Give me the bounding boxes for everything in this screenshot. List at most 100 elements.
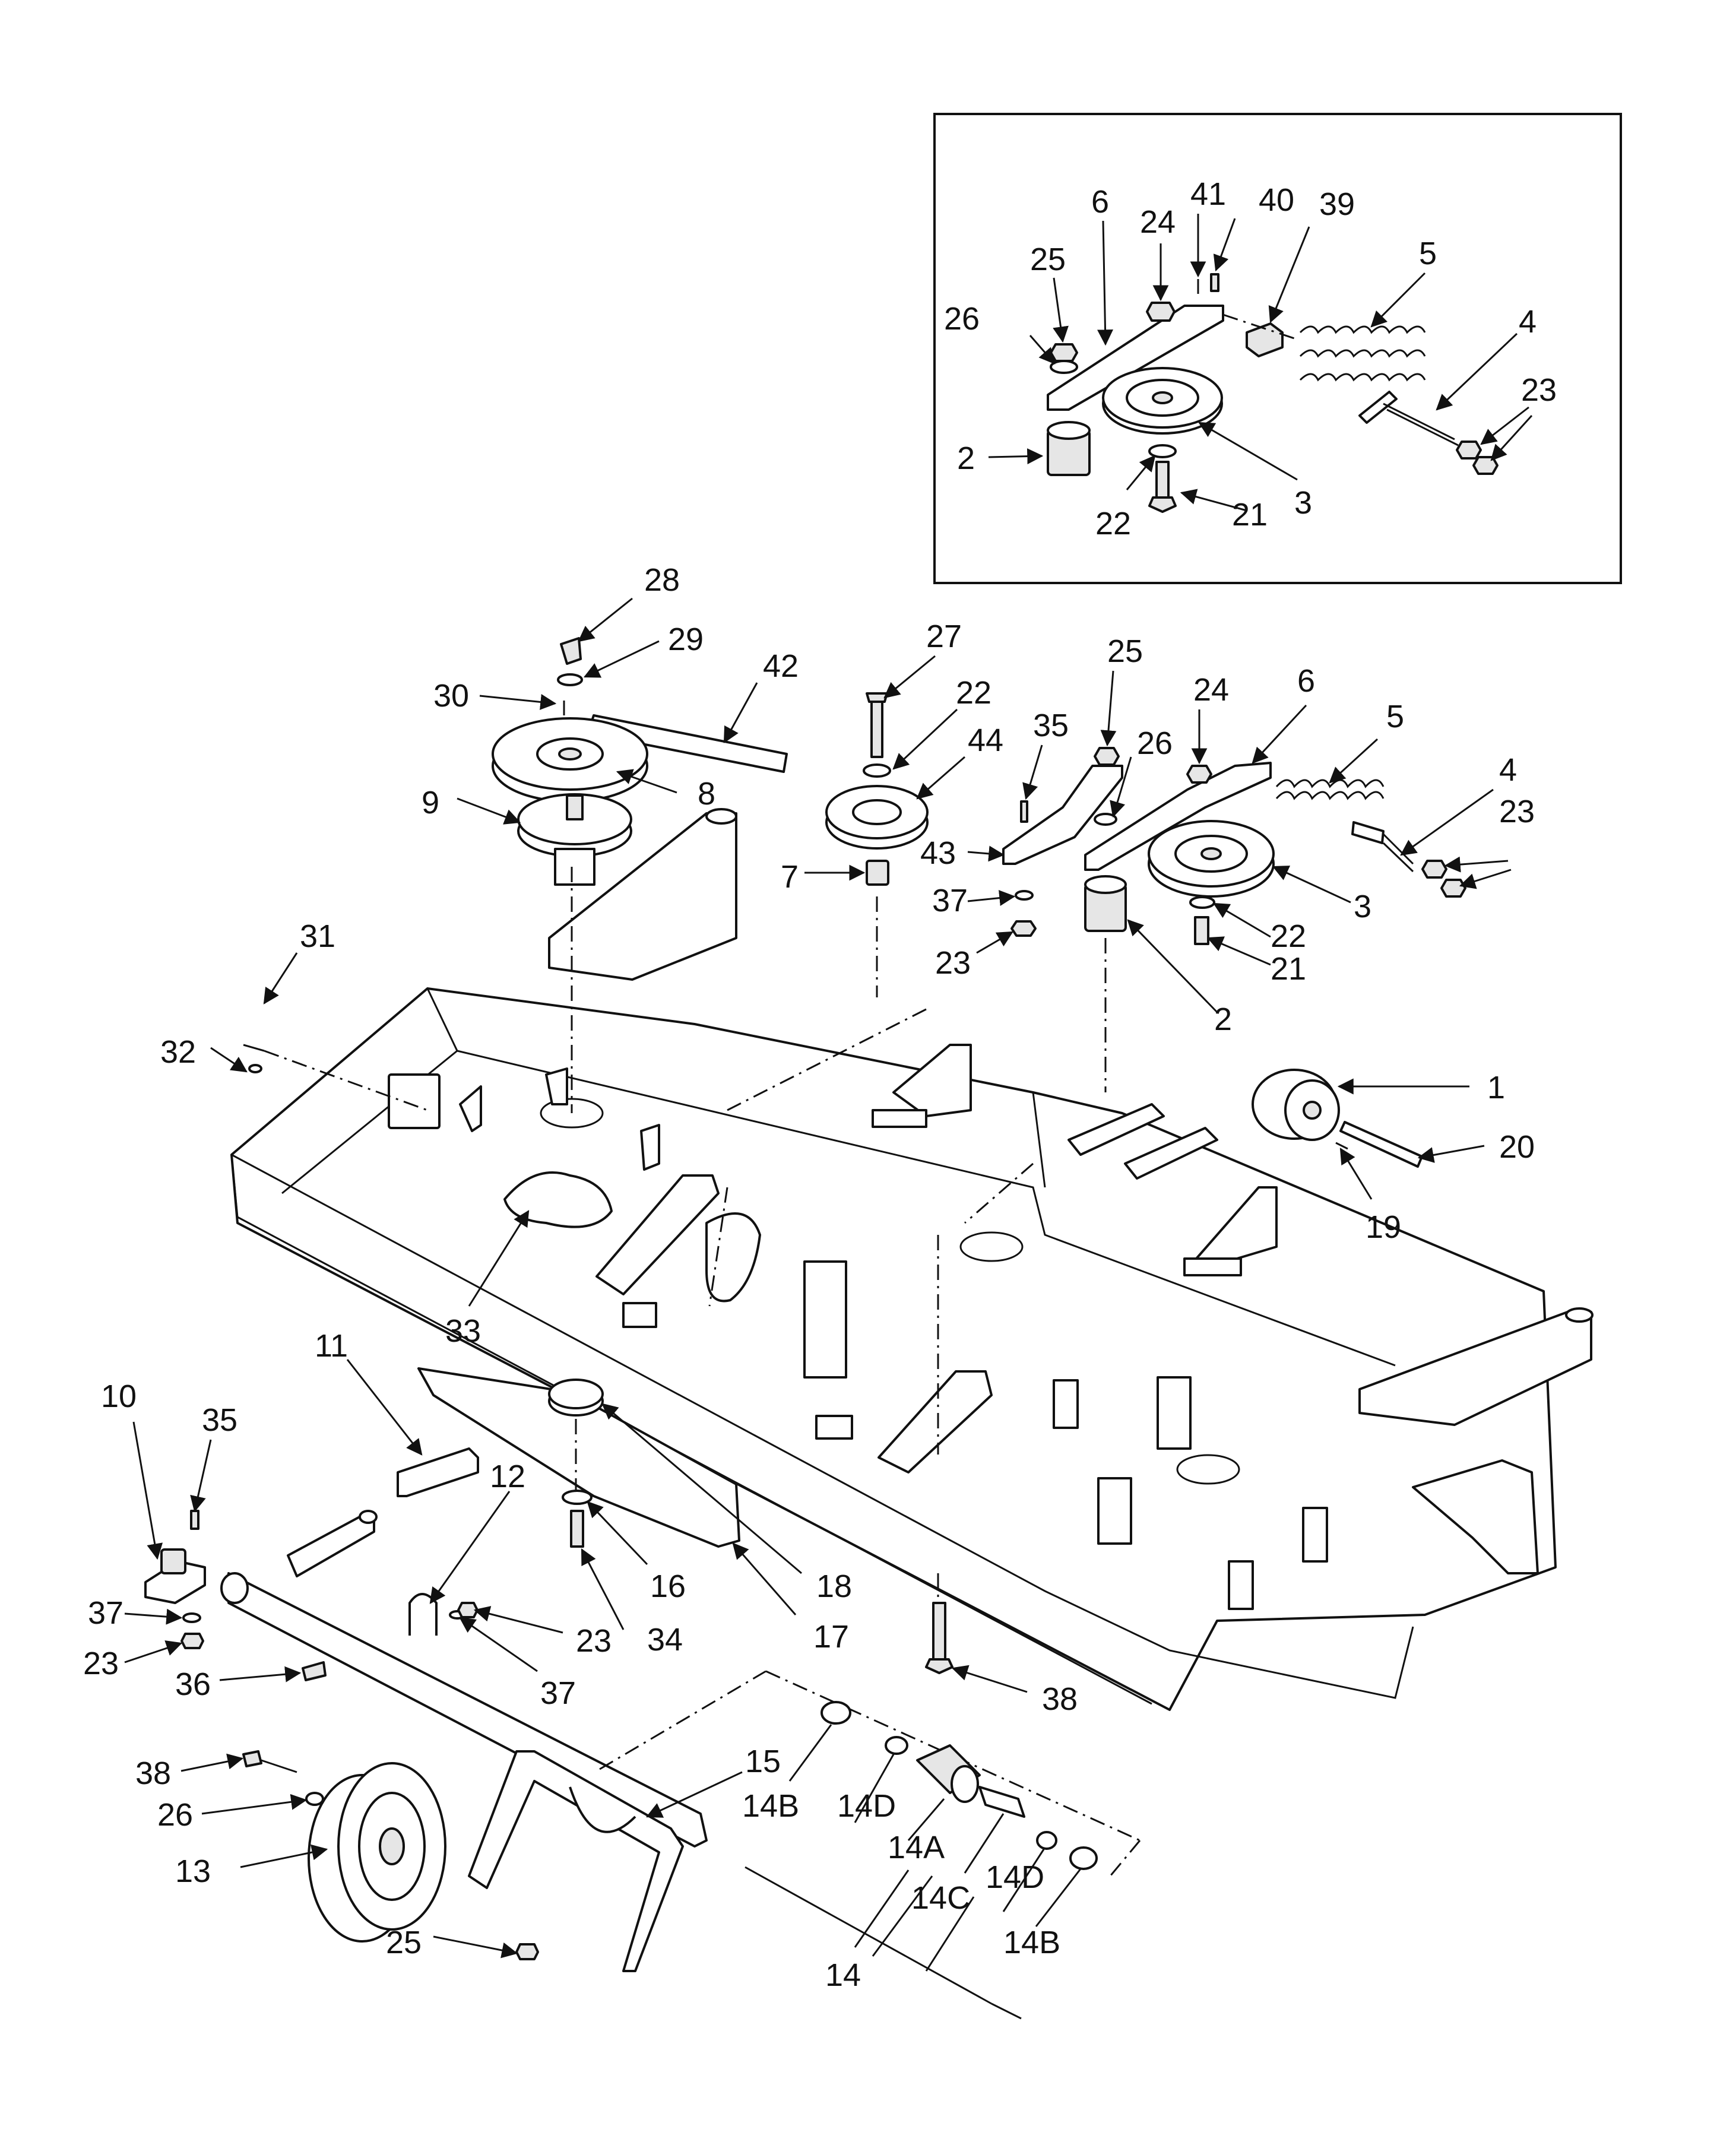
callout: 38	[135, 1756, 171, 1791]
callout: 5	[1386, 699, 1404, 734]
caster-plate	[397, 1447, 479, 1497]
inset-detail	[933, 113, 1622, 584]
callout: 36	[175, 1666, 211, 1702]
inset-nut	[1146, 302, 1176, 322]
callout: 22	[1271, 918, 1306, 954]
callout: 3	[1294, 485, 1312, 521]
callout: 24	[1140, 204, 1176, 240]
callout: 32	[160, 1034, 196, 1070]
callout: 9	[422, 785, 439, 820]
callout: 44	[968, 723, 1003, 758]
callout: 14C	[911, 1880, 970, 1916]
callout: 6	[1297, 663, 1315, 699]
callout: 27	[926, 619, 962, 654]
spindle-assembly	[517, 793, 632, 886]
idler-bracket	[1002, 765, 1123, 865]
callout: 22	[956, 675, 991, 711]
caster-fork	[468, 1750, 684, 1972]
callout: 20	[1499, 1129, 1535, 1165]
callout: 17	[813, 1619, 849, 1655]
callout: 26	[1137, 725, 1173, 761]
callout: 37	[540, 1675, 576, 1711]
callout: 19	[1366, 1209, 1401, 1245]
callout: 39	[1319, 186, 1355, 222]
callout: 35	[1033, 708, 1069, 743]
callout: 3	[1354, 889, 1371, 924]
callout: 5	[1419, 236, 1437, 271]
eye-bolt	[1351, 821, 1385, 844]
callout: 40	[1259, 182, 1294, 218]
callout: 14	[825, 1957, 861, 1993]
callout: 30	[433, 678, 469, 714]
baffle	[503, 1171, 613, 1228]
callout: 25	[1030, 242, 1066, 277]
callout: 24	[1193, 672, 1229, 708]
callout: 28	[644, 562, 680, 598]
callout: 35	[202, 1402, 237, 1438]
callout: 42	[763, 648, 799, 684]
caster-assembly	[144, 1447, 953, 1972]
callout: 25	[1107, 633, 1143, 669]
callout: 12	[490, 1459, 525, 1494]
leader-lines	[124, 214, 1533, 1972]
inset-eye-bolt	[1358, 391, 1459, 446]
inset-idler-arm	[1047, 305, 1224, 411]
roller-kit	[599, 1670, 1141, 2020]
anti-scalp-roller	[1252, 1069, 1340, 1141]
spacer-2	[1084, 875, 1127, 932]
callout: 43	[920, 835, 956, 871]
callout-labels: 26 25 6 24 41 40 39 5 4 23 2 22 21 3 28 …	[83, 176, 1557, 1993]
callout: 29	[668, 622, 704, 657]
callout: 23	[83, 1646, 119, 1681]
callout: 15	[745, 1744, 781, 1779]
callout: 14B	[742, 1788, 799, 1824]
callout: 2	[957, 441, 975, 476]
callout: 25	[386, 1925, 422, 1960]
callout: 2	[1214, 1002, 1232, 1037]
callout: 14D	[837, 1788, 896, 1824]
callout: 38	[1042, 1681, 1078, 1717]
idler-pulley-3	[1148, 820, 1275, 898]
callout: 37	[88, 1595, 123, 1631]
callout: 23	[1521, 372, 1557, 408]
callout: 1	[1487, 1070, 1505, 1105]
roller	[916, 1744, 981, 1803]
callout: 14D	[986, 1859, 1044, 1895]
blade-pulley	[492, 717, 648, 803]
inset-frame	[933, 113, 1622, 584]
spring	[1275, 779, 1385, 788]
caster-wheel	[308, 1762, 446, 1943]
callout: 18	[816, 1569, 852, 1604]
inset-pulley	[1102, 367, 1223, 435]
inset-spring	[1299, 325, 1426, 382]
callout: 4	[1519, 304, 1537, 340]
callout: 6	[1091, 184, 1109, 220]
callout: 26	[944, 301, 980, 337]
callout: 37	[932, 883, 968, 918]
callout: 41	[1190, 176, 1226, 212]
callout: 22	[1095, 506, 1131, 541]
callout: 23	[1499, 794, 1535, 829]
callout: 16	[650, 1569, 686, 1604]
callout: 7	[781, 859, 799, 895]
callout: 14B	[1003, 1925, 1060, 1960]
callout: 8	[698, 776, 715, 812]
callout: 14A	[888, 1830, 945, 1865]
deck-shell	[230, 987, 1557, 1711]
callout: 4	[1499, 752, 1517, 788]
callout: 21	[1232, 497, 1268, 533]
callout: 23	[935, 945, 971, 981]
mower-deck	[230, 808, 1594, 1711]
callout: 13	[175, 1853, 211, 1889]
upper-drive-parts	[492, 637, 1466, 945]
inset-spacer	[1047, 421, 1091, 476]
callout: 34	[647, 1622, 683, 1658]
callout: 21	[1271, 951, 1306, 987]
callout: 31	[300, 918, 335, 954]
callout: 23	[576, 1623, 612, 1659]
callout: 26	[157, 1797, 193, 1833]
callout: 33	[445, 1313, 481, 1349]
callout: 10	[101, 1379, 137, 1414]
callout: 11	[315, 1328, 348, 1364]
